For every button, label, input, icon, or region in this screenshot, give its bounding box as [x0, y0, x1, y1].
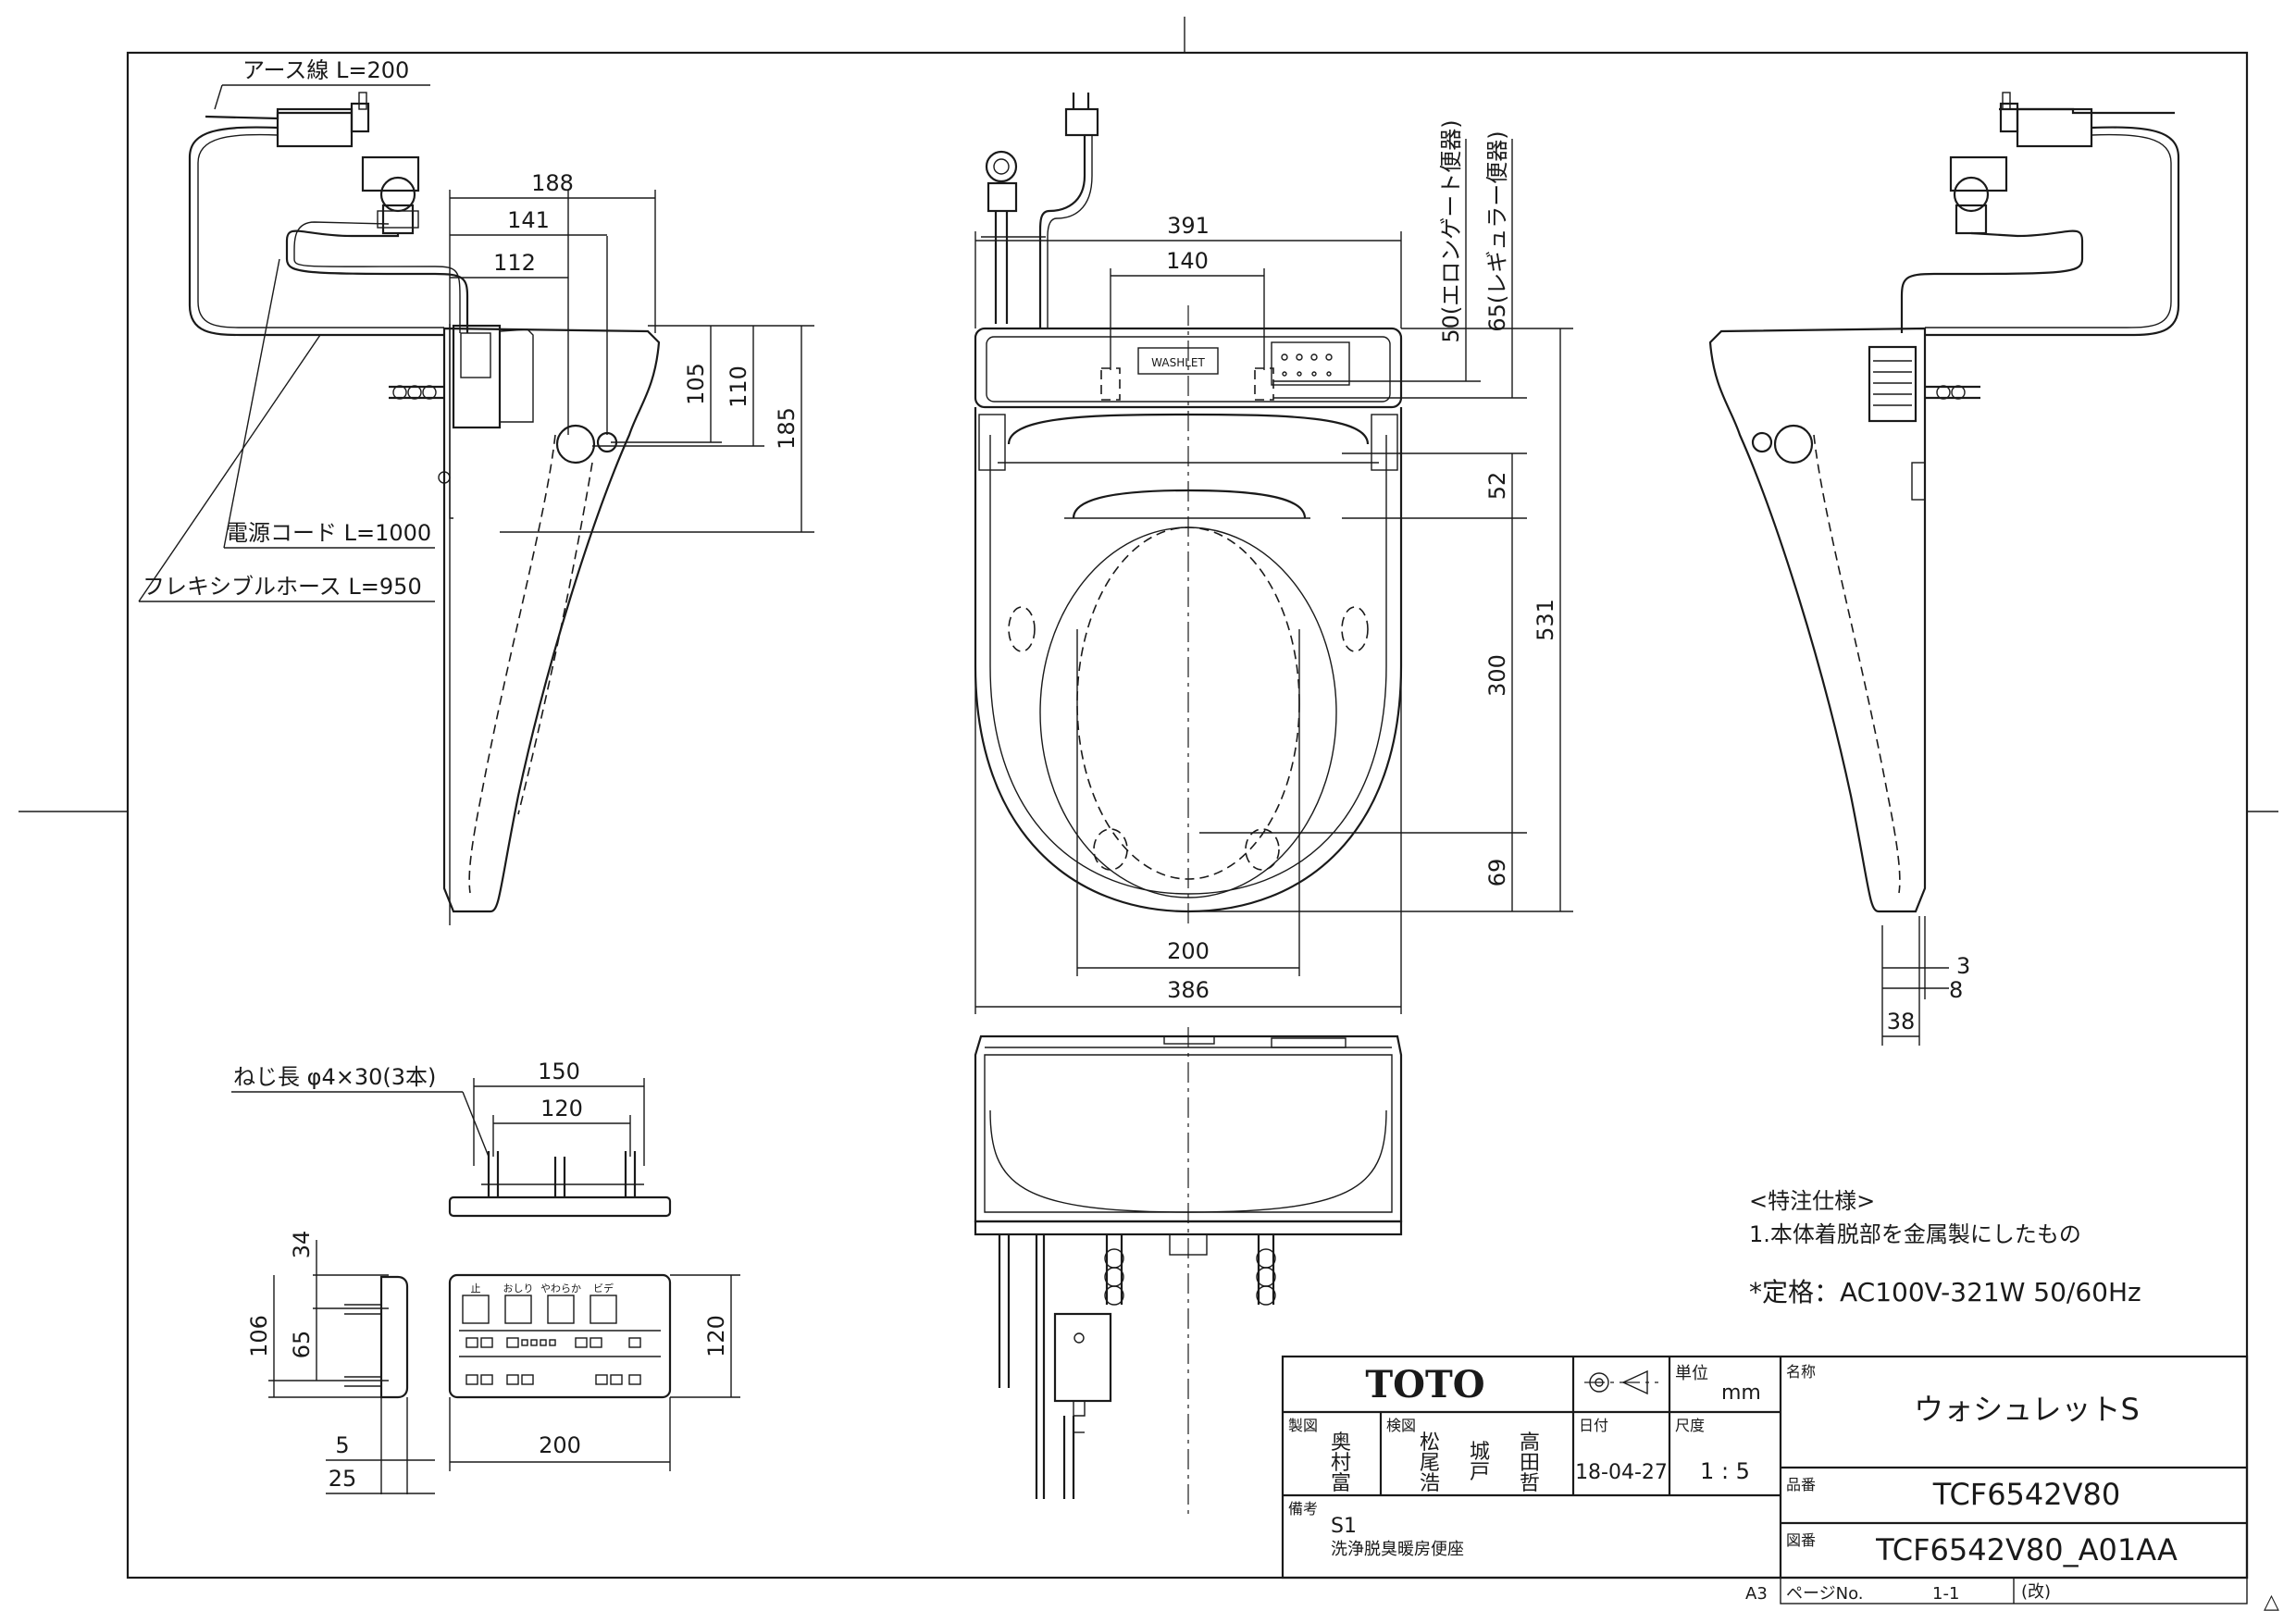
right-side-view: 3 8 38	[1708, 92, 2180, 1046]
rating-text: *定格：AC100V-321W 50/60Hz	[1749, 1277, 2141, 1307]
remote-detail: 34 106 65 5 25 止 おしり やわらか ビデ 120	[246, 1231, 740, 1494]
power-cord-label: 電源コード L=1000	[226, 520, 431, 546]
revision-mark: △	[2264, 1591, 2279, 1614]
checked-name-1c: 浩	[1420, 1472, 1440, 1495]
dim-65: 65(レギュラー便器)	[1484, 130, 1510, 331]
drawn-name-2: 村	[1331, 1452, 1351, 1475]
product-number: TCF6542V80	[1932, 1477, 2120, 1512]
checked-name-2a: 城	[1470, 1441, 1490, 1464]
page-value: 1-1	[1932, 1584, 1959, 1604]
dim-8: 8	[1949, 977, 1963, 1003]
dim-200-remote: 200	[539, 1432, 581, 1458]
remarks-label: 備考	[1288, 1500, 1318, 1518]
drawn-name-1: 奥	[1331, 1431, 1351, 1455]
flexible-hose-label: フレキシブルホース L=950	[143, 574, 422, 600]
dim-300: 300	[1484, 654, 1510, 697]
product-name: ウォシュレットS	[1914, 1392, 2140, 1427]
paper-size: A3	[1745, 1584, 1768, 1604]
scale-value: 1 : 5	[1700, 1458, 1750, 1484]
third-angle-projection-icon	[1584, 1369, 1658, 1395]
drawn-label: 製図	[1288, 1417, 1318, 1434]
toto-logo: TOTO	[1365, 1363, 1484, 1406]
dim-69: 69	[1484, 859, 1510, 887]
remote-button-stop: 止	[471, 1282, 481, 1295]
dim-110: 110	[726, 365, 751, 408]
dim-185: 185	[774, 407, 800, 450]
partno-label: 品番	[1786, 1476, 1816, 1493]
dim-38: 38	[1887, 1009, 1916, 1035]
remote-button-bidet: ビデ	[593, 1282, 614, 1295]
dim-25: 25	[329, 1466, 357, 1492]
unit-label: 単位	[1675, 1364, 1708, 1383]
scale-label: 尺度	[1675, 1417, 1705, 1434]
notes: <特注仕様> 1.本体着脱部を金属製にしたもの *定格：AC100V-321W …	[1749, 1188, 2141, 1307]
earth-wire-label: アース線 L=200	[242, 57, 409, 83]
dim-120-bracket: 120	[540, 1096, 583, 1121]
title-block: TOTO 単位 mm 製図 奥 村 富 検図 松 尾 浩 城 戸 高 田 哲 日…	[1281, 1355, 2279, 1614]
dim-5: 5	[335, 1432, 349, 1458]
revision-label: (改)	[2021, 1582, 2051, 1602]
checked-label: 検図	[1386, 1417, 1416, 1434]
special-spec-title: <特注仕様>	[1749, 1188, 1875, 1214]
dim-150: 150	[538, 1059, 580, 1084]
dim-52: 52	[1484, 472, 1510, 501]
remote-button-rear: おしり	[503, 1282, 534, 1295]
dim-386: 386	[1167, 977, 1210, 1003]
bracket-detail: 150 120 ねじ長 φ4×30(3本)	[231, 1059, 672, 1218]
checked-name-2b: 戸	[1470, 1461, 1490, 1484]
dim-65-remote: 65	[289, 1331, 315, 1359]
unit-value: mm	[1721, 1381, 1761, 1405]
remarks-text: 洗浄脱臭暖房便座	[1331, 1540, 1464, 1559]
dim-50: 50(エロンゲート便器)	[1438, 119, 1464, 342]
page-label: ページNo.	[1786, 1584, 1864, 1604]
date-label: 日付	[1579, 1417, 1608, 1434]
top-view: WASHLET 391 140 50(エロンゲート便器) 65(レギュラー便器)…	[974, 93, 1573, 1014]
drawing-number: TCF6542V80_A01AA	[1875, 1532, 2178, 1567]
checked-name-1b: 尾	[1420, 1452, 1440, 1475]
front-view	[974, 1027, 1403, 1518]
checked-name-3a: 高	[1520, 1431, 1540, 1455]
dim-112: 112	[493, 250, 536, 276]
dim-106: 106	[246, 1315, 272, 1357]
dim-140: 140	[1166, 248, 1209, 274]
special-spec-item: 1.本体着脱部を金属製にしたもの	[1749, 1221, 2081, 1247]
dim-391: 391	[1167, 213, 1210, 239]
checked-name-3b: 田	[1520, 1452, 1540, 1475]
name-label: 名称	[1786, 1363, 1816, 1381]
dim-3: 3	[1956, 953, 1970, 979]
date-value: 18-04-27	[1575, 1461, 1668, 1484]
dim-141: 141	[507, 207, 550, 233]
drawn-name-3: 富	[1331, 1472, 1351, 1495]
sheet-frame	[19, 17, 2278, 1580]
remarks-code: S1	[1331, 1515, 1357, 1538]
drawno-label: 図番	[1786, 1531, 1816, 1549]
checked-name-3c: 哲	[1520, 1472, 1540, 1495]
dim-531: 531	[1533, 599, 1558, 641]
dim-188: 188	[531, 170, 574, 196]
left-side-view: アース線 L=200	[138, 57, 814, 925]
dim-34: 34	[289, 1231, 315, 1259]
washlet-logo: WASHLET	[1151, 356, 1205, 369]
dim-105: 105	[683, 363, 709, 405]
remote-button-soft: やわらか	[540, 1282, 581, 1295]
screw-label: ねじ長 φ4×30(3本)	[233, 1064, 436, 1090]
checked-name-1a: 松	[1420, 1431, 1440, 1455]
dim-120-remote: 120	[703, 1315, 729, 1357]
dim-200: 200	[1167, 938, 1210, 964]
